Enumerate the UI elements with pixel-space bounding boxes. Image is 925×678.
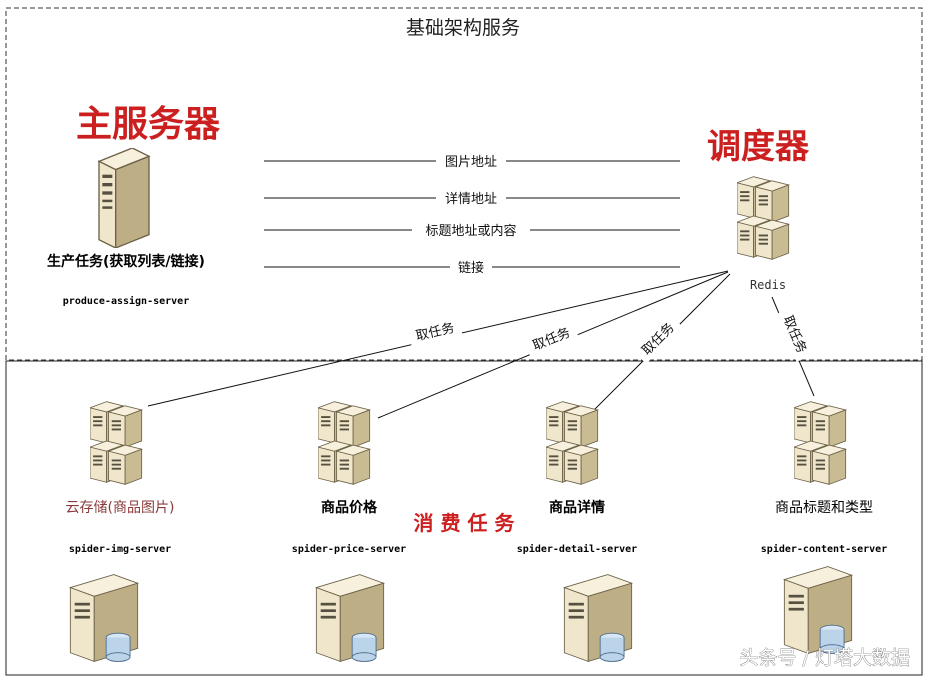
consumer-boundary <box>5 360 923 676</box>
svg-text:取任务: 取任务 <box>780 313 810 355</box>
main-server-task-label: 生产任务(获取列表/链接) <box>47 253 205 270</box>
svg-text:取任务: 取任务 <box>639 320 678 359</box>
consumer-detail-database-icon <box>563 573 633 663</box>
scheduler-name: Redis <box>750 278 786 292</box>
main-server-name: produce-assign-server <box>63 295 189 307</box>
message-link-label: 标题地址或内容 <box>425 223 516 239</box>
take-task-label-price: 取任务 <box>524 322 579 358</box>
svg-text:取任务: 取任务 <box>530 325 572 354</box>
main-server-icon <box>97 148 151 248</box>
consumer-price-rack-icon <box>318 401 371 485</box>
consumer-label: 商品标题和类型 <box>775 500 873 516</box>
message-link-3: 链接 <box>264 257 680 276</box>
message-link-label: 详情地址 <box>445 192 497 207</box>
consumer-img-rack-icon <box>90 401 143 485</box>
consumer-server-name: spider-price-server <box>292 543 406 555</box>
message-link-0: 图片地址 <box>264 151 680 170</box>
consumer-label: 云存储(商品图片) <box>66 500 175 516</box>
consumer-img-database-icon <box>69 573 139 663</box>
scheduler-rack-icon <box>737 175 790 261</box>
consumer-label: 商品详情 <box>549 499 605 516</box>
consumer-content-database-icon <box>783 565 853 655</box>
message-link-2: 标题地址或内容 <box>264 220 680 239</box>
take-task-label-detail: 取任务 <box>634 315 683 364</box>
consumer-label: 商品价格 <box>321 499 378 516</box>
consumer-content-rack-icon <box>794 401 847 485</box>
message-link-1: 详情地址 <box>264 188 680 207</box>
section-title: 基础架构服务 <box>406 17 520 39</box>
consumer-server-name: spider-img-server <box>69 543 171 555</box>
consumer-price-database-icon <box>315 573 385 663</box>
consumer-detail-rack-icon <box>546 401 599 485</box>
take-task-label-content: 取任务 <box>776 307 813 362</box>
message-link-label: 图片地址 <box>445 155 497 170</box>
take-task-label-img: 取任务 <box>407 318 463 347</box>
watermark: 头条号 / 灯塔大数据 <box>740 647 910 669</box>
consumer-server-name: spider-detail-server <box>517 543 637 555</box>
consumer-server-name: spider-content-server <box>761 543 887 555</box>
infrastructure-boundary <box>5 7 923 361</box>
main-server-title: 主服务器 <box>76 104 221 145</box>
message-link-label: 链接 <box>458 260 484 276</box>
consumer-section-title: 消 费 任 务 <box>414 511 516 535</box>
scheduler-title: 调度器 <box>707 127 810 167</box>
